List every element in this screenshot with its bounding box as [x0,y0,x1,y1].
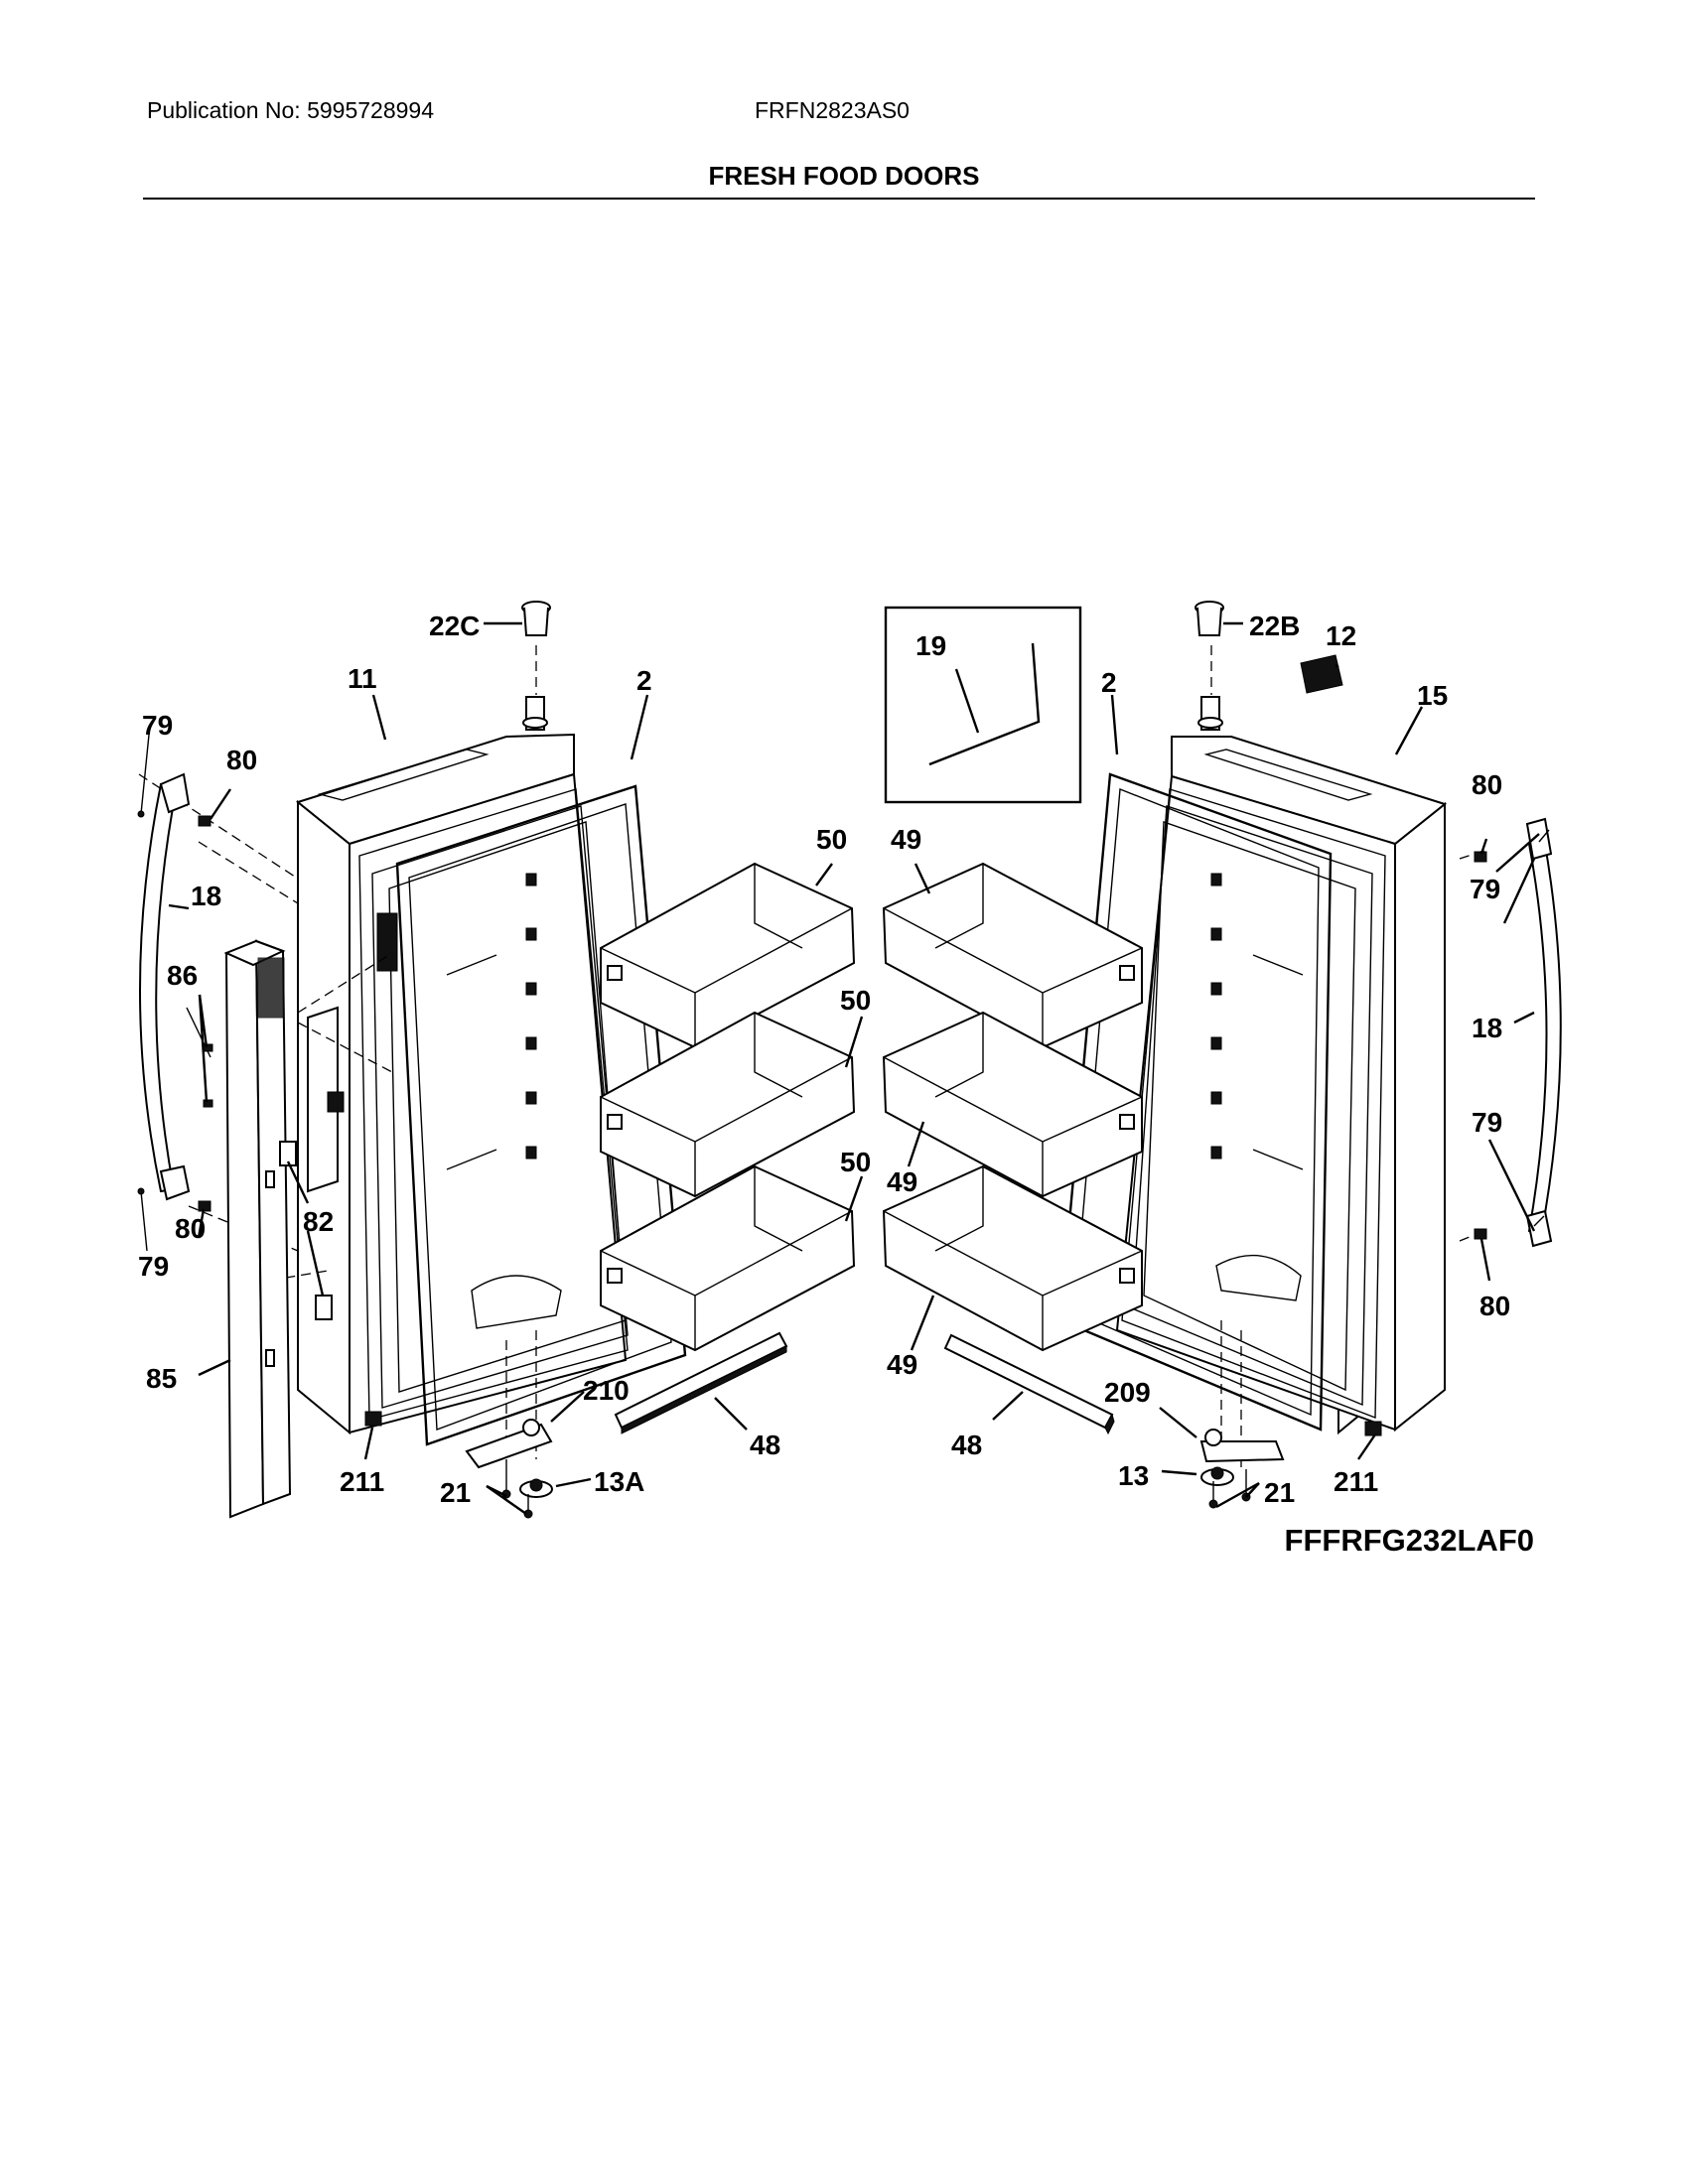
bin-50-top [600,862,856,1049]
bin-50-bottom [600,1164,856,1352]
callout-80-top-left: 80 [226,745,257,775]
bin-49-bottom [882,1164,1143,1352]
cap-22c [521,601,551,636]
callout-49-top: 49 [891,824,921,855]
callout-50-middle: 50 [840,985,871,1016]
callout-21-right: 21 [1264,1477,1295,1508]
trim-strip-48-right [943,1333,1115,1435]
page-title: FRESH FOOD DOORS [708,161,980,191]
callout-18-right: 18 [1472,1013,1502,1043]
callout-22c: 22C [429,611,480,641]
callout-2-left: 2 [636,665,652,696]
callout-48-right: 48 [951,1430,982,1460]
callout-50-top: 50 [816,824,847,855]
callout-18-left: 18 [191,881,221,911]
callout-79-top-left: 79 [142,710,173,741]
callout-79-bottom-right: 79 [1472,1107,1502,1138]
mullion-85 [223,939,292,1519]
callout-79-bottom-left: 79 [138,1251,169,1282]
inset-box [884,606,1082,804]
callout-21-left: 21 [440,1477,471,1508]
callout-19: 19 [915,630,946,661]
left-door-assembly [138,645,687,1459]
callout-12: 12 [1326,620,1356,651]
clips-82 [279,1141,333,1320]
callout-49-bottom: 49 [887,1349,917,1380]
callout-15: 15 [1417,680,1448,711]
right-door-assembly [1058,645,1490,1469]
bin-49-middle [882,1011,1143,1198]
callout-211-left: 211 [340,1466,384,1497]
callout-86: 86 [167,960,198,991]
publication-number: Publication No: 5995728994 [147,97,435,123]
callout-labels: 22C 22B 19 12 15 11 2 2 79 80 18 86 80 7… [138,611,1534,1558]
leader-lines [168,621,1540,1515]
callout-79-top-right: 79 [1470,874,1500,904]
callout-85: 85 [146,1363,177,1394]
callout-80-top-right: 80 [1472,769,1502,800]
bin-50-middle [600,1011,856,1198]
right-handle [1474,817,1562,1248]
callout-209: 209 [1104,1377,1151,1408]
callout-80-bottom-right: 80 [1479,1291,1510,1321]
bin-49-top [882,862,1143,1049]
callout-211-right: 211 [1334,1466,1378,1497]
callout-82: 82 [303,1206,334,1237]
left-hinge-parts [364,1411,553,1519]
header-rule [143,198,1535,200]
cap-22b [1195,601,1224,636]
callout-210: 210 [583,1375,630,1406]
callout-11: 11 [348,663,377,694]
left-handle [137,734,213,1252]
callout-48-left: 48 [750,1430,780,1460]
trim-strip-48-left [614,1331,788,1434]
callout-49-middle: 49 [887,1166,917,1197]
callout-80-bottom-left: 80 [175,1213,206,1244]
callout-2-right: 2 [1101,667,1117,698]
callout-22b: 22B [1249,611,1300,641]
callout-13: 13 [1118,1460,1149,1491]
callout-13a: 13A [594,1466,644,1497]
right-hinge-parts [1199,1421,1382,1509]
model-number: FRFN2823AS0 [755,97,910,123]
callout-50-bottom: 50 [840,1147,871,1177]
figure-code: FFFRFG232LAF0 [1285,1523,1534,1558]
